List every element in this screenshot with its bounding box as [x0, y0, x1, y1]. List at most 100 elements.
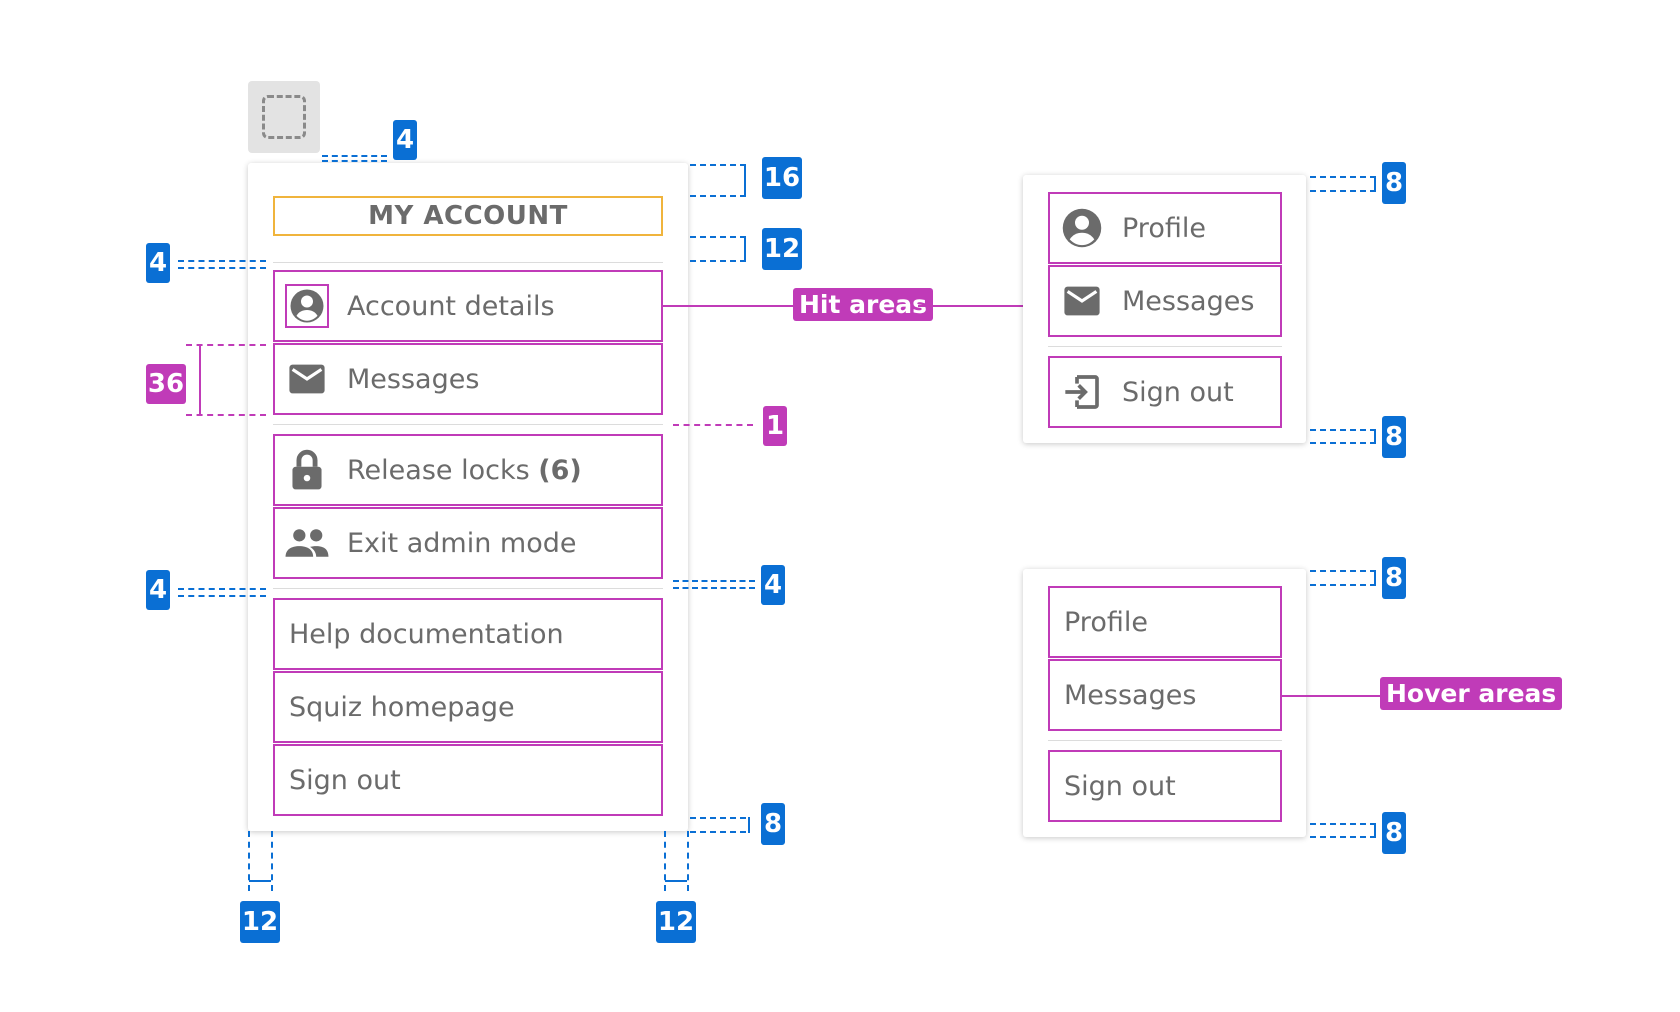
- menu-item-label: Account details: [347, 290, 555, 322]
- icon-menu-item-messages[interactable]: Messages: [1048, 265, 1282, 337]
- lock-count: (6): [538, 454, 582, 486]
- menu-item-label: Messages: [1064, 679, 1197, 711]
- item-height-marker: [186, 414, 266, 416]
- bottom-padding-marker: [690, 831, 746, 833]
- menu-item-help-documentation[interactable]: Help documentation: [273, 598, 663, 670]
- icon-menu-top-bracket: [1374, 176, 1376, 192]
- left-gap-top-marker: [178, 267, 266, 269]
- menu-item-account-details[interactable]: Account details: [273, 270, 663, 342]
- trigger-gap-marker: [322, 155, 387, 157]
- hit-areas-connector: [663, 305, 793, 307]
- separator: [1048, 740, 1282, 741]
- trigger-gap-marker: [322, 160, 387, 162]
- account-circle-icon: [277, 284, 337, 328]
- right-margin-badge: 12: [656, 901, 696, 943]
- menu-item-exit-admin-mode[interactable]: Exit admin mode: [273, 507, 663, 579]
- right-margin-marker: [664, 831, 666, 891]
- menu-item-sign-out[interactable]: Sign out: [273, 744, 663, 816]
- icon-menu-bottom-marker: [1310, 442, 1376, 444]
- item-height-marker: [186, 344, 266, 346]
- menu-item-label: Sign out: [289, 764, 401, 796]
- separator: [273, 588, 663, 589]
- left-gap-bottom-badge: 4: [146, 570, 170, 610]
- icon-menu-top-badge: 8: [1382, 162, 1406, 204]
- bottom-padding-marker: [690, 817, 746, 819]
- top-padding-marker: [690, 164, 746, 166]
- left-gap-bottom-marker: [178, 595, 266, 597]
- text-menu-top-bracket: [1374, 570, 1376, 586]
- hit-areas-connector: [918, 305, 1050, 307]
- text-menu-item-messages[interactable]: Messages: [1048, 659, 1282, 731]
- title-gap-marker: [690, 260, 746, 262]
- title-gap-badge: 12: [762, 228, 802, 270]
- left-margin-marker: [271, 831, 273, 891]
- menu-trigger-button[interactable]: [248, 81, 320, 153]
- text-menu-item-sign-out[interactable]: Sign out: [1048, 750, 1282, 822]
- top-padding-marker: [690, 195, 746, 197]
- title-gap-marker: [690, 236, 746, 238]
- top-padding-bracket: [744, 164, 746, 197]
- separator-badge: 1: [763, 406, 787, 446]
- title-gap-bracket: [744, 236, 746, 262]
- icon-menu-top-marker: [1310, 190, 1376, 192]
- left-gap-top-marker: [178, 260, 266, 262]
- text-menu-bottom-marker: [1310, 836, 1376, 838]
- menu-item-label: Profile: [1064, 606, 1148, 638]
- bottom-padding-badge: 8: [761, 803, 785, 845]
- menu-item-squiz-homepage[interactable]: Squiz homepage: [273, 671, 663, 743]
- menu-item-release-locks[interactable]: Release locks (6): [273, 434, 663, 506]
- hover-areas-connector: [1282, 695, 1382, 697]
- separator: [273, 262, 663, 263]
- text-menu-top-marker: [1310, 584, 1376, 586]
- hover-areas-label: Hover areas: [1380, 677, 1563, 710]
- left-gap-bottom-marker: [178, 588, 266, 590]
- left-gap-top-badge: 4: [146, 243, 170, 283]
- left-margin-marker: [248, 831, 250, 891]
- hit-areas-label: Hit areas: [793, 288, 934, 321]
- menu-item-label: Release locks: [347, 454, 530, 486]
- menu-item-label: Sign out: [1064, 770, 1176, 802]
- right-gap-marker: [673, 587, 755, 589]
- icon-menu-bottom-marker: [1310, 429, 1376, 431]
- menu-item-label: Squiz homepage: [289, 691, 515, 723]
- icon-menu-bottom-badge: 8: [1382, 416, 1406, 458]
- right-gap-badge: 4: [761, 565, 785, 605]
- bottom-padding-bracket: [748, 817, 750, 833]
- text-menu-bottom-marker: [1310, 823, 1376, 825]
- separator: [273, 424, 663, 425]
- menu-item-label: Sign out: [1122, 376, 1234, 408]
- menu-item-label: Help documentation: [289, 618, 564, 650]
- menu-item-messages[interactable]: Messages: [273, 343, 663, 415]
- text-menu-bottom-bracket: [1374, 823, 1376, 838]
- icon-menu-bottom-bracket: [1374, 429, 1376, 444]
- right-margin-marker: [687, 831, 689, 891]
- menu-item-label: Messages: [347, 363, 480, 395]
- menu-item-label: Profile: [1122, 212, 1206, 244]
- right-margin-bracket: [665, 880, 687, 882]
- icon-menu-top-marker: [1310, 176, 1376, 178]
- text-menu-top-marker: [1310, 570, 1376, 572]
- item-height-badge: 36: [146, 364, 186, 404]
- icon-menu-item-sign-out[interactable]: Sign out: [1048, 356, 1282, 428]
- menu-item-label: Exit admin mode: [347, 527, 577, 559]
- mail-icon: [1052, 285, 1112, 317]
- placeholder-icon: [262, 95, 306, 139]
- menu-title: MY ACCOUNT: [273, 196, 663, 236]
- text-menu-top-badge: 8: [1382, 557, 1406, 599]
- icon-menu-item-profile[interactable]: Profile: [1048, 192, 1282, 264]
- people-icon: [277, 527, 337, 559]
- left-margin-bracket: [249, 880, 271, 882]
- left-margin-badge: 12: [240, 901, 280, 943]
- sign-out-icon: [1052, 372, 1112, 412]
- text-menu-item-profile[interactable]: Profile: [1048, 586, 1282, 658]
- top-padding-badge: 16: [762, 157, 802, 199]
- separator-marker: [673, 424, 753, 426]
- text-menu-bottom-badge: 8: [1382, 812, 1406, 854]
- lock-icon: [277, 449, 337, 491]
- mail-icon: [277, 363, 337, 395]
- trigger-gap-badge: 4: [393, 120, 417, 160]
- account-circle-icon: [1052, 207, 1112, 249]
- separator: [1048, 346, 1282, 347]
- item-height-bracket: [199, 344, 201, 416]
- right-gap-marker: [673, 580, 755, 582]
